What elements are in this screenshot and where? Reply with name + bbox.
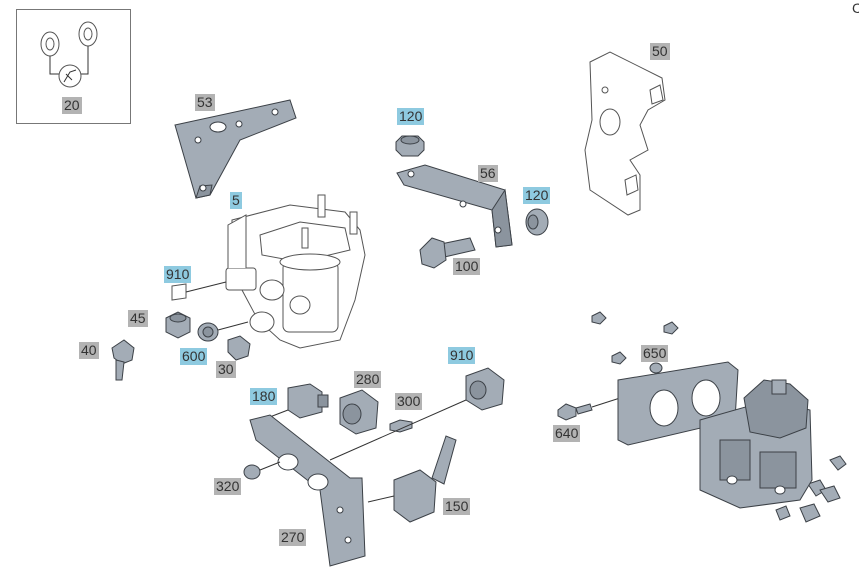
part-53-bracket[interactable] xyxy=(174,99,297,199)
corner-text: C xyxy=(852,0,859,16)
part-150-actuator[interactable] xyxy=(367,435,457,523)
callout-150[interactable]: 150 xyxy=(443,498,471,515)
callout-650[interactable]: 650 xyxy=(641,345,669,362)
callout-910-right[interactable]: 910 xyxy=(448,347,476,364)
callout-100[interactable]: 100 xyxy=(453,258,481,275)
callout-270[interactable]: 270 xyxy=(279,529,307,546)
callout-45[interactable]: 45 xyxy=(128,310,148,327)
part-20-seal-kit[interactable] xyxy=(40,21,98,88)
part-120-nut-top[interactable] xyxy=(395,135,425,157)
callout-5[interactable]: 5 xyxy=(230,192,242,209)
part-40-elbow-fitting[interactable] xyxy=(111,339,135,381)
part-100-bolt[interactable] xyxy=(419,237,476,269)
callout-640[interactable]: 640 xyxy=(553,425,581,442)
part-640-bolt[interactable] xyxy=(557,397,621,421)
part-30-plug[interactable] xyxy=(227,335,251,361)
callout-120-top[interactable]: 120 xyxy=(397,108,425,125)
callout-280[interactable]: 280 xyxy=(354,371,382,388)
part-270-bracket[interactable] xyxy=(249,414,366,567)
callout-180[interactable]: 180 xyxy=(250,388,278,405)
callout-20[interactable]: 20 xyxy=(62,97,82,114)
part-5-valve-assembly[interactable] xyxy=(225,194,366,349)
callout-300[interactable]: 300 xyxy=(395,393,423,410)
callout-600[interactable]: 600 xyxy=(180,348,208,365)
part-300-screw[interactable] xyxy=(389,419,413,433)
part-280-valve[interactable] xyxy=(339,389,379,435)
callout-910-left[interactable]: 910 xyxy=(164,266,192,283)
callout-53[interactable]: 53 xyxy=(195,94,215,111)
part-910-connector-left[interactable] xyxy=(171,281,227,301)
part-50-bracket[interactable] xyxy=(584,51,666,216)
callout-120-side[interactable]: 120 xyxy=(523,187,551,204)
part-45-nut[interactable] xyxy=(165,311,191,339)
callout-40[interactable]: 40 xyxy=(79,342,99,359)
inset-frame-20 xyxy=(16,9,131,124)
part-600-filter[interactable] xyxy=(197,321,249,342)
callout-50[interactable]: 50 xyxy=(650,43,670,60)
part-56-bracket[interactable] xyxy=(396,164,513,248)
part-valve-assembly-right[interactable] xyxy=(699,379,813,509)
callout-30[interactable]: 30 xyxy=(216,361,236,378)
small-fittings-cluster[interactable] xyxy=(591,311,847,523)
part-120-nut-side[interactable] xyxy=(525,208,549,236)
part-320-nut[interactable] xyxy=(243,461,281,480)
callout-320[interactable]: 320 xyxy=(214,478,242,495)
callout-56[interactable]: 56 xyxy=(478,165,498,182)
part-910-connector-right[interactable] xyxy=(329,367,505,461)
